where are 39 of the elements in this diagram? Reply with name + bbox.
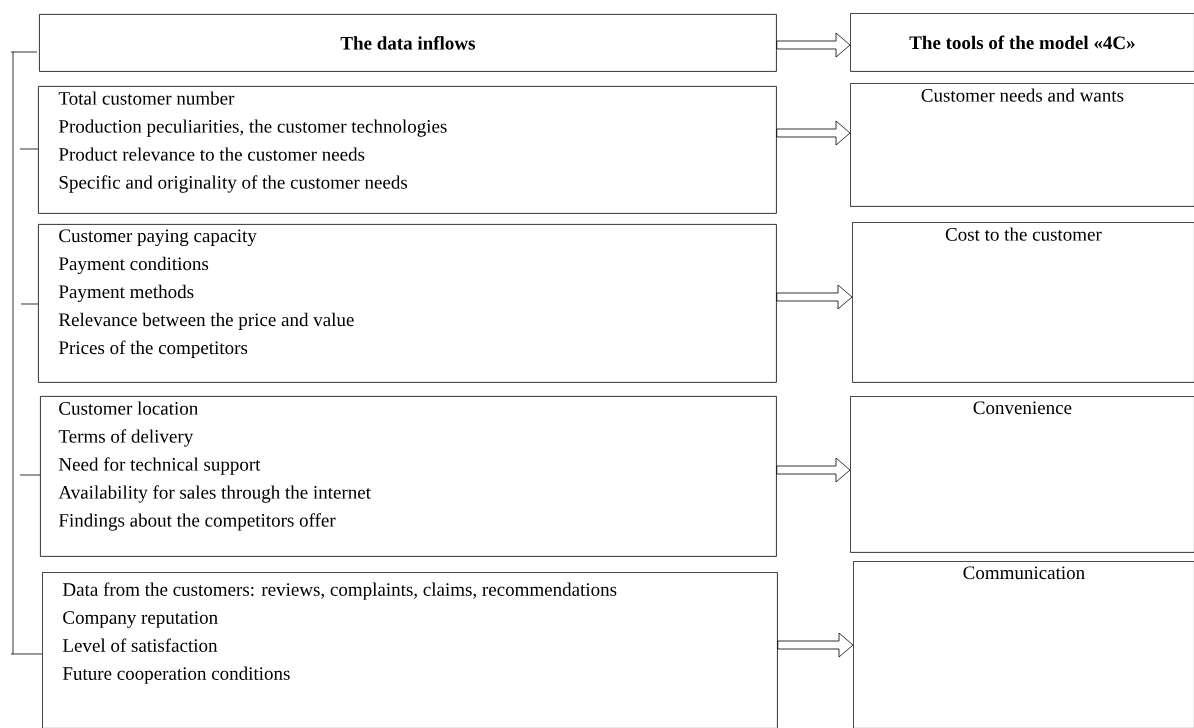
list-item: Prices of the competitors bbox=[58, 340, 248, 358]
box-title: Convenience bbox=[973, 401, 1072, 415]
block-arrow bbox=[776, 284, 853, 310]
box-title: Communication bbox=[963, 566, 1085, 580]
heading: The data inflows bbox=[340, 36, 475, 50]
box-title: Customer needs and wants bbox=[921, 88, 1124, 102]
block-arrow bbox=[777, 632, 854, 658]
heading: The tools of the model «4C» bbox=[909, 35, 1135, 50]
block-arrow bbox=[776, 457, 851, 483]
list-item: Customer paying capacity bbox=[59, 229, 257, 247]
block-arrow bbox=[776, 120, 851, 146]
list-item: Payment methods bbox=[58, 284, 194, 303]
list-item: Production peculiarities, the customer technologies bbox=[58, 119, 447, 137]
list-item: Payment conditions bbox=[58, 256, 209, 275]
list-item: Company reputation bbox=[63, 611, 218, 628]
tool-box bbox=[853, 561, 1194, 728]
list-box bbox=[38, 224, 777, 383]
list-item: Relevance between the price and value bbox=[58, 312, 354, 330]
header-box bbox=[850, 13, 1194, 72]
list-item: Terms of delivery bbox=[58, 429, 194, 447]
tool-box bbox=[850, 83, 1194, 207]
box-title: Cost to the customer bbox=[945, 227, 1102, 241]
list-item: Future cooperation conditions bbox=[62, 666, 290, 684]
list-item: Total customer number bbox=[58, 91, 235, 105]
list-box bbox=[42, 572, 778, 728]
block-arrow bbox=[776, 32, 851, 58]
list-item: Customer location bbox=[59, 401, 198, 415]
tool-box bbox=[852, 222, 1194, 383]
list-item: Product relevance to the customer needs bbox=[58, 147, 365, 161]
list-item: Need for technical support bbox=[58, 457, 261, 475]
list-item: Availability for sales through the internet bbox=[58, 485, 371, 503]
list-item: Specific and originality of the customer needs bbox=[59, 175, 408, 193]
tool-box bbox=[850, 396, 1194, 553]
list-item: Data from the customers: reviews, complaints, claims, recommendations bbox=[62, 582, 617, 600]
header-box bbox=[39, 14, 777, 72]
list-box bbox=[40, 396, 777, 557]
list-item: Findings about the competitors offer bbox=[58, 513, 336, 531]
list-box bbox=[38, 86, 777, 214]
list-item: Level of satisfaction bbox=[62, 638, 218, 652]
